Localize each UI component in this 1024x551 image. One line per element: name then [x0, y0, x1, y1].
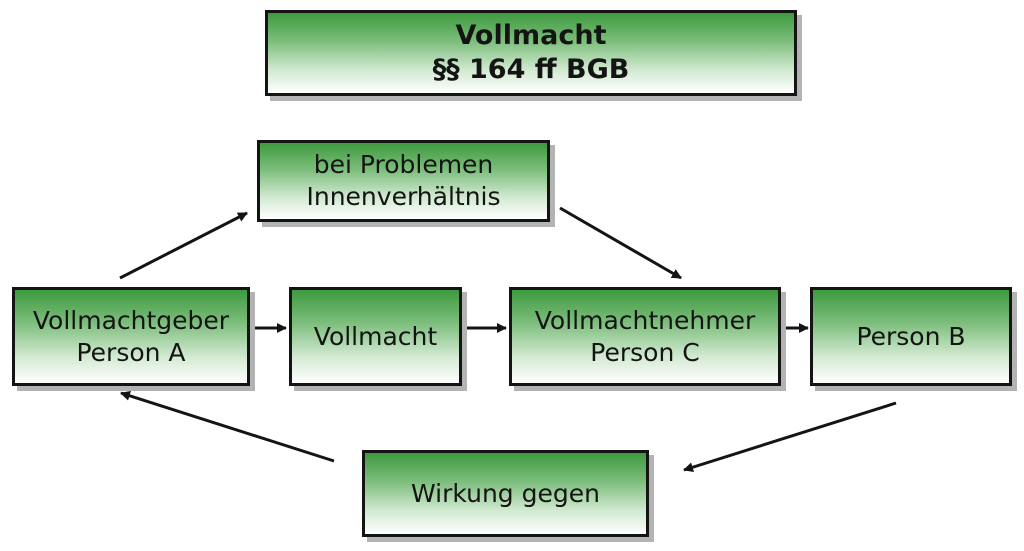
- title-box: Vollmacht §§ 164 ff BGB: [265, 10, 797, 96]
- arrow-geber-to-problem: [119, 211, 248, 280]
- node-personb-label: Person B: [856, 321, 966, 351]
- node-person-b: Person B: [810, 287, 1012, 386]
- arrow-wirkung-to-geber: [120, 390, 335, 463]
- node-nehmer-line-2: Person C: [590, 337, 700, 367]
- node-vollmacht-label: Vollmacht: [313, 321, 438, 351]
- arrow-problem-to-nehmer: [559, 206, 682, 280]
- node-geber-line-1: Vollmachtgeber: [32, 305, 230, 335]
- node-vollmacht: Vollmacht: [289, 287, 462, 386]
- node-nehmer-line-1: Vollmachtnehmer: [534, 305, 756, 335]
- node-wirkung-gegen: Wirkung gegen: [362, 450, 649, 537]
- node-wirkung-label: Wirkung gegen: [411, 478, 600, 508]
- node-problem-line-1: bei Problemen: [313, 150, 494, 179]
- arrow-personb-to-wirkung: [683, 401, 897, 473]
- node-problem-line-2: Innenverhältnis: [306, 182, 501, 211]
- node-problem-innenverhaeltnis: bei Problemen Innenverhältnis: [257, 140, 550, 222]
- node-geber-line-2: Person A: [76, 337, 186, 367]
- title-line-2: §§ 164 ff BGB: [432, 54, 630, 85]
- node-vollmachtgeber: Vollmachtgeber Person A: [12, 287, 250, 386]
- title-line-1: Vollmacht: [455, 20, 607, 51]
- node-vollmachtnehmer: Vollmachtnehmer Person C: [509, 287, 781, 386]
